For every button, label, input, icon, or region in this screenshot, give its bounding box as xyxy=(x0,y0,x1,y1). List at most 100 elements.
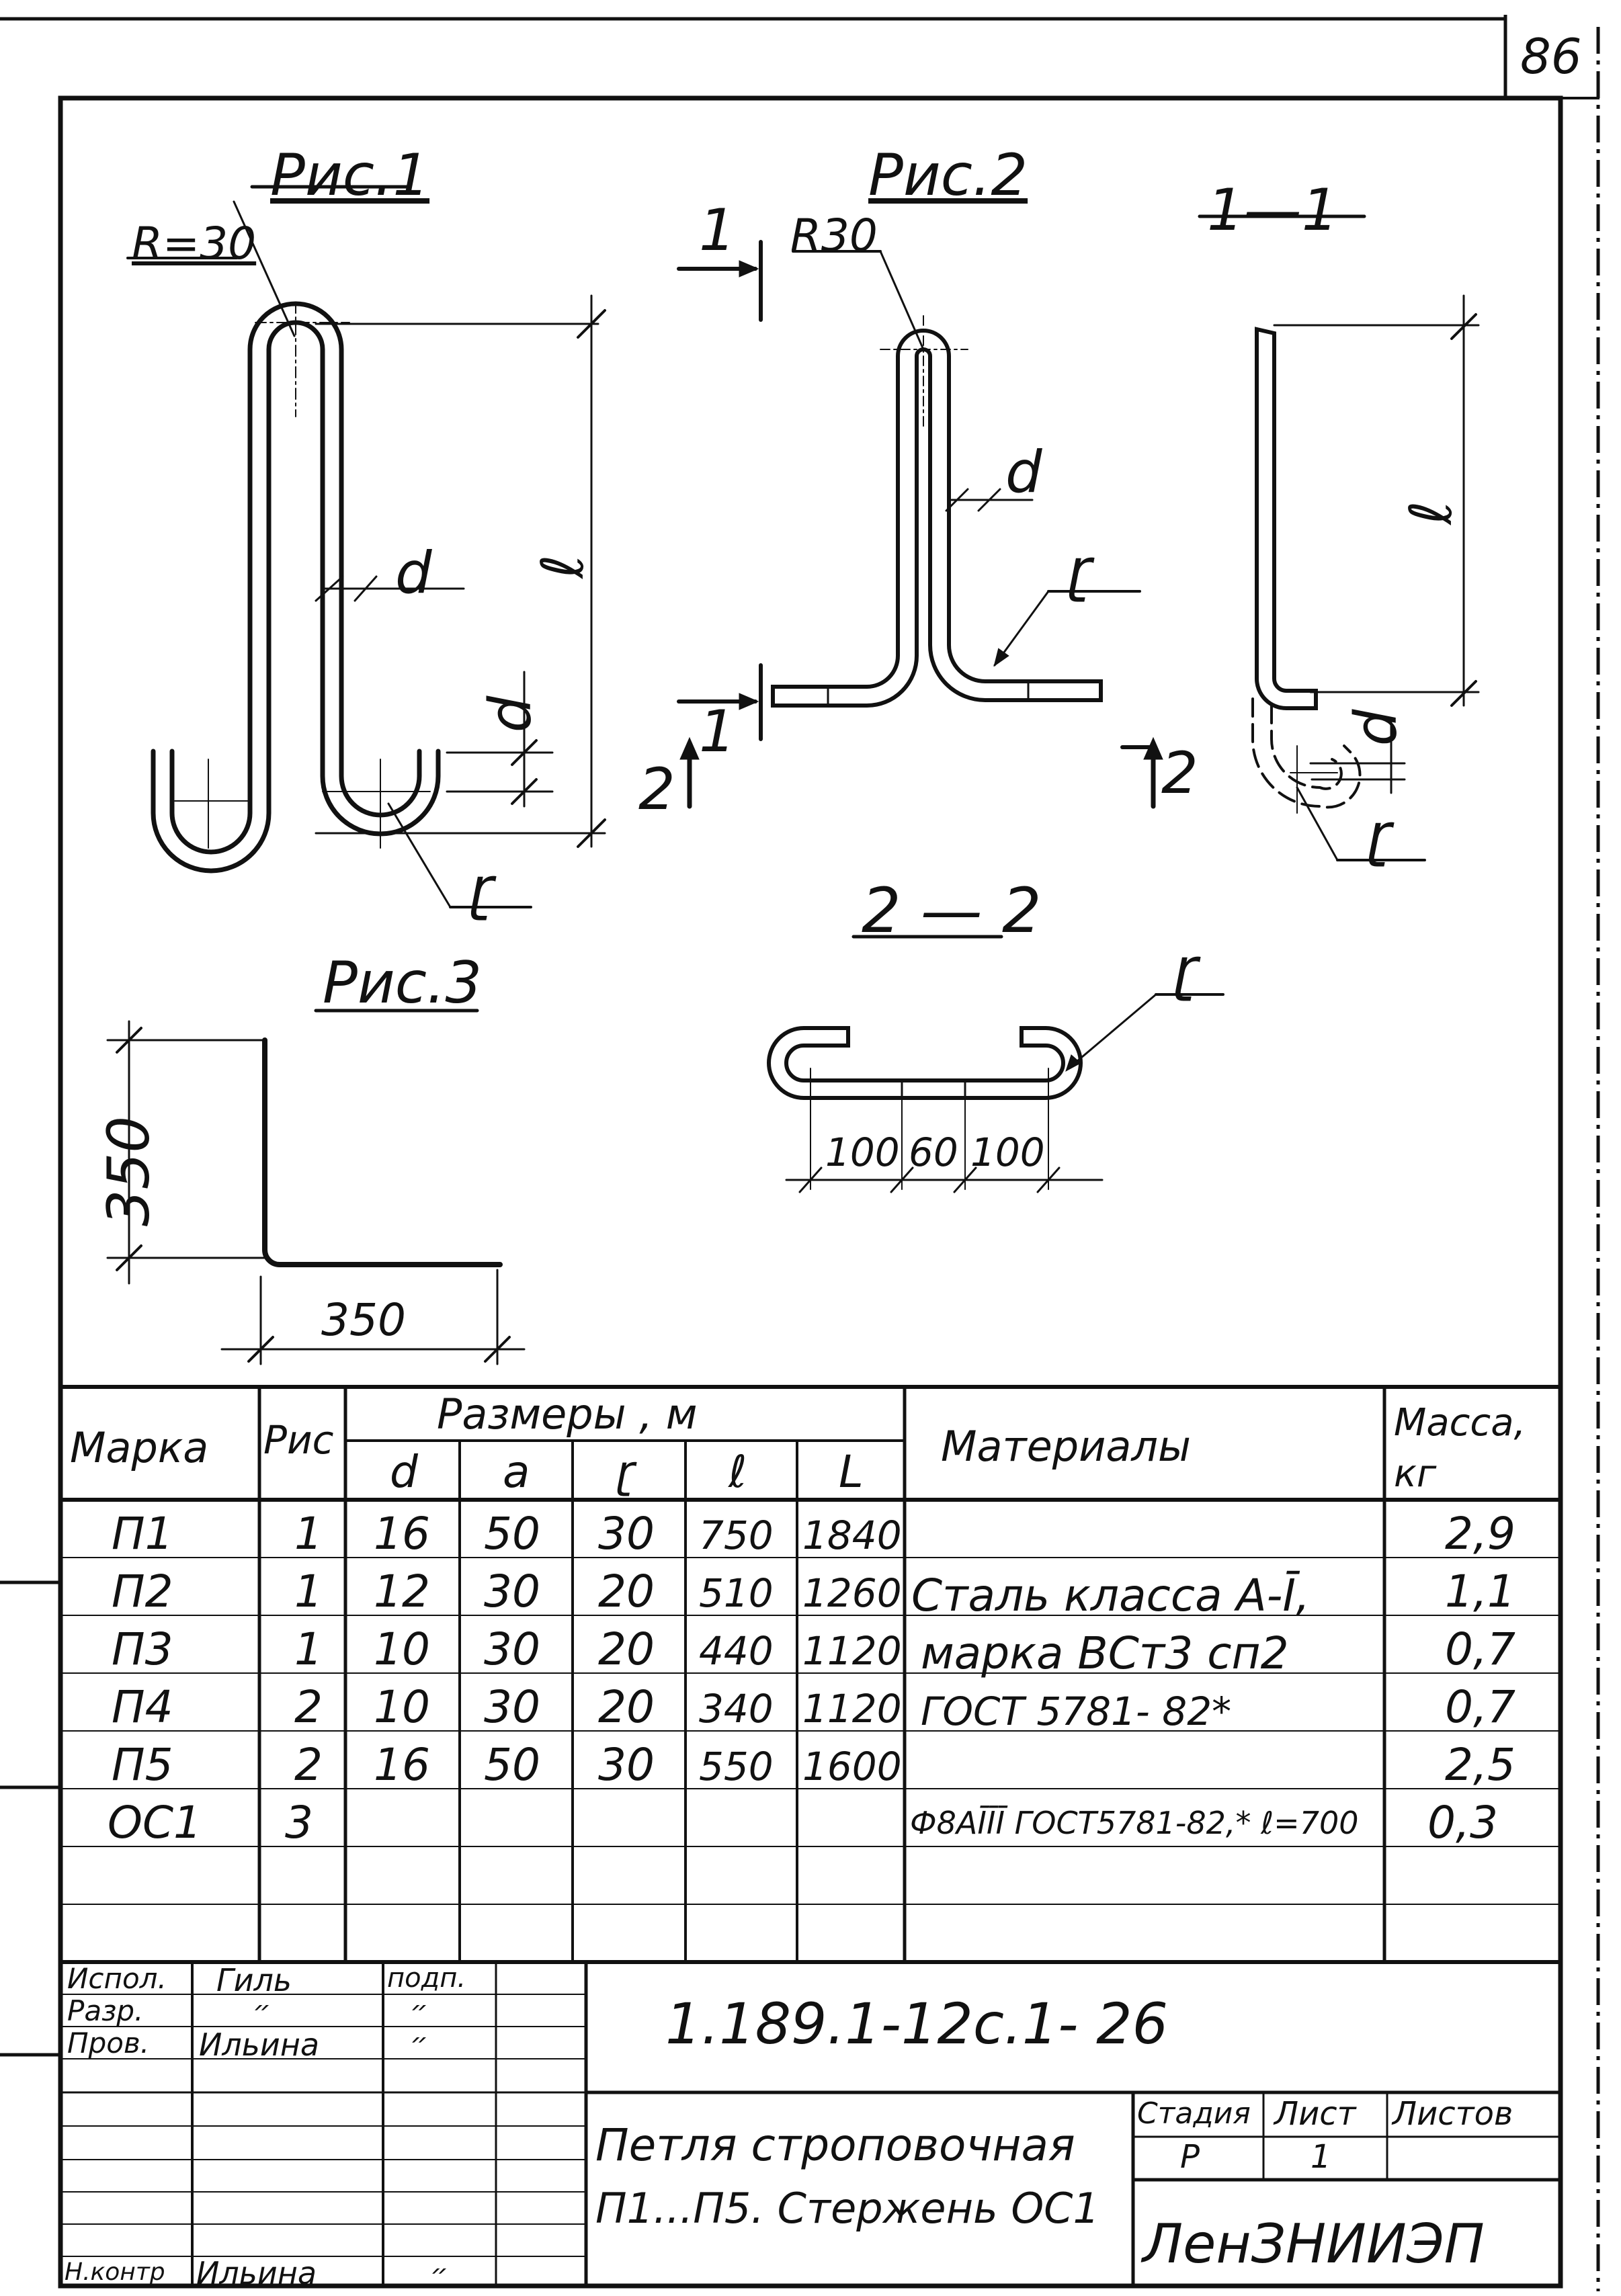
figure-1-d-label: d xyxy=(395,540,432,607)
sheet-header: Лист xyxy=(1274,2095,1356,2133)
figure-1-drawing xyxy=(126,185,606,908)
table-row-5-d: 16 xyxy=(374,1739,430,1791)
table-header-mass: Масса, кг xyxy=(1394,1401,1526,1496)
document-code: 1.189.1-12с.1- 26 xyxy=(665,1991,1169,2057)
table-row-5-L: 1600 xyxy=(802,1744,902,1789)
cut-1-bottom-label: 1 xyxy=(699,698,736,765)
material-line-3: ГОСТ 5781- 82* xyxy=(921,1689,1232,1734)
figure-2-d-label: d xyxy=(1005,439,1042,506)
title-name-1: Гиль xyxy=(216,1962,292,1998)
section-2-2-title: 2 — 2 xyxy=(862,875,1042,947)
table-row-3-r: 20 xyxy=(598,1623,655,1675)
title-role-2: Разр. xyxy=(67,1994,144,2027)
figure-3-title: Рис.3 xyxy=(323,949,483,1017)
table-row-2-l: 510 xyxy=(699,1570,774,1616)
table-row-3-d: 10 xyxy=(374,1623,430,1675)
table-row-3-L: 1120 xyxy=(802,1628,902,1674)
sheet-value: 1 xyxy=(1311,2138,1331,2176)
drawing-name-line-2: П1...П5. Стержень ОС1 xyxy=(595,2184,1099,2233)
section-1-1-drawing xyxy=(1198,214,1480,861)
sheets-header: Листов xyxy=(1393,2095,1513,2133)
figure-1-title: Рис.1 xyxy=(270,142,430,209)
figure-2-r-label: ɽ xyxy=(1069,537,1096,604)
title-sign-2: ״ xyxy=(410,1994,429,2027)
material-oc1: Ф8АĪĪĪ ГОСТ5781-82,* ℓ=700 xyxy=(910,1805,1359,1841)
table-row-3-fig: 1 xyxy=(294,1623,323,1675)
sheet-frame xyxy=(0,15,1600,2291)
table-row-4-mark: П4 xyxy=(112,1681,173,1733)
table-row-5-mass: 2,5 xyxy=(1445,1739,1515,1791)
table-subheader-l: ℓ xyxy=(729,1446,747,1498)
title-block-grid xyxy=(60,1960,1561,2286)
section-2-2-dim-middle: 60 xyxy=(909,1130,958,1175)
table-row-2-a: 30 xyxy=(484,1566,540,1617)
material-line-1: Сталь класса А-Ī, xyxy=(911,1570,1310,1621)
table-row-6-mass: 0,3 xyxy=(1427,1797,1498,1848)
table-row-2-fig: 1 xyxy=(294,1566,323,1617)
section-1-1-r-label: ɽ xyxy=(1368,802,1396,869)
table-subheader-L: L xyxy=(839,1446,864,1498)
table-row-3-mark: П3 xyxy=(112,1623,173,1675)
section-1-1-d-label: d xyxy=(1342,709,1410,747)
stage-header: Стадия xyxy=(1137,2096,1251,2131)
table-row-6-fig: 3 xyxy=(285,1797,313,1848)
title-role-8: Н.контр xyxy=(65,2258,165,2286)
title-role-1: Испол. xyxy=(67,1962,167,1995)
figure-2-drawing xyxy=(677,240,1163,809)
table-row-3-mass: 0,7 xyxy=(1445,1623,1515,1675)
section-2-2-r-label: ɽ xyxy=(1175,936,1202,1003)
figure-1-radius-r-label: ɽ xyxy=(470,855,498,923)
section-2-2-dim-left: 100 xyxy=(825,1130,900,1175)
section-2-2-dim-right: 100 xyxy=(970,1130,1045,1175)
cut-2-right-label: 2 xyxy=(1161,740,1198,807)
table-row-2-mass: 1,1 xyxy=(1445,1566,1515,1617)
figure-3-horizontal-dim: 350 xyxy=(321,1294,406,1346)
table-header-mark: Марка xyxy=(70,1423,209,1472)
table-row-1-fig: 1 xyxy=(294,1508,323,1560)
title-name-3: Ильина xyxy=(199,2027,320,2063)
figure-3-drawing xyxy=(106,1009,526,1365)
title-sign-8: ״ xyxy=(430,2258,449,2291)
table-row-5-r: 30 xyxy=(598,1739,655,1791)
figure-1-radius-label: R=30 xyxy=(132,218,257,269)
table-row-1-l: 750 xyxy=(699,1513,774,1558)
table-row-5-l: 550 xyxy=(699,1744,774,1789)
title-name-8: Ильина xyxy=(196,2255,317,2291)
spec-table-grid xyxy=(60,1385,1561,1962)
section-2-2-drawing xyxy=(767,935,1224,1193)
table-header-figure: Рис xyxy=(263,1417,334,1463)
table-row-2-r: 20 xyxy=(598,1566,655,1617)
table-row-1-d: 16 xyxy=(374,1508,430,1560)
sheet-number: 86 xyxy=(1520,28,1582,85)
material-line-2: марка ВСт3 сп2 xyxy=(921,1627,1289,1679)
table-header-sizes: Размеры , м xyxy=(437,1390,698,1439)
figure-2-radius-label: R30 xyxy=(790,210,878,261)
table-row-6-mark: ОС1 xyxy=(108,1797,202,1848)
organization-name: ЛенЗНИИЭП xyxy=(1142,2213,1485,2275)
table-row-5-mark: П5 xyxy=(112,1739,173,1791)
figure-1-length-label: ℓ xyxy=(529,554,597,579)
table-row-4-L: 1120 xyxy=(802,1686,902,1732)
section-1-1-title: 1—1 xyxy=(1207,177,1339,244)
table-subheader-r: ɽ xyxy=(617,1446,638,1498)
cut-1-top-label: 1 xyxy=(699,197,736,264)
title-sign-3: ״ xyxy=(410,2027,429,2059)
table-row-4-r: 20 xyxy=(598,1681,655,1733)
table-subheader-a: а xyxy=(503,1446,530,1498)
figure-1-d2-label: d xyxy=(476,695,544,733)
cut-2-left-label: 2 xyxy=(638,756,675,823)
table-row-4-a: 30 xyxy=(484,1681,540,1733)
table-row-3-l: 440 xyxy=(699,1628,774,1674)
table-row-4-l: 340 xyxy=(699,1686,774,1732)
table-row-1-L: 1840 xyxy=(802,1513,902,1558)
table-row-1-mark: П1 xyxy=(112,1508,173,1560)
table-row-4-fig: 2 xyxy=(294,1681,323,1733)
table-row-1-a: 50 xyxy=(484,1508,540,1560)
table-row-5-fig: 2 xyxy=(294,1739,323,1791)
title-role-3: Пров. xyxy=(67,2027,150,2059)
table-row-4-mass: 0,7 xyxy=(1445,1681,1515,1733)
title-sign-header: подп. xyxy=(387,1963,466,1994)
table-row-5-a: 50 xyxy=(484,1739,540,1791)
table-row-1-r: 30 xyxy=(598,1508,655,1560)
